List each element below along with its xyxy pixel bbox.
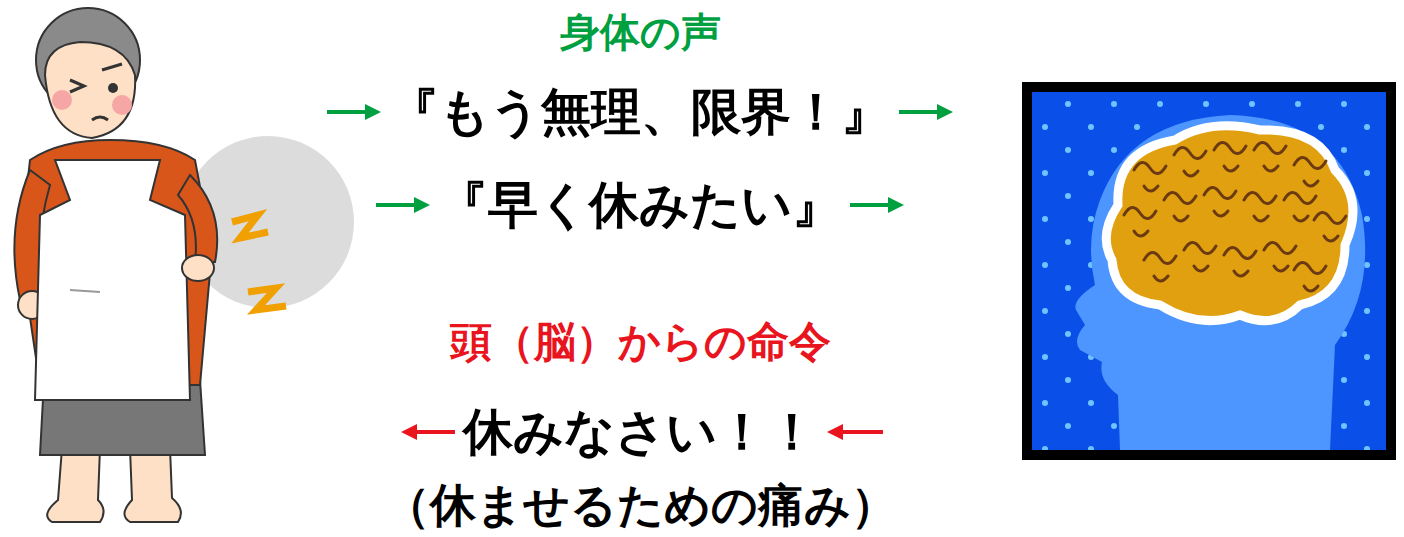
brain-fold [1224,247,1256,276]
brain-fold [1204,187,1236,216]
brain-fold [1124,207,1156,236]
brain-fold [1294,262,1326,291]
brain-fold [1254,142,1286,171]
brain-panel [1022,82,1396,460]
arrow-head [414,197,430,213]
body-voice: 『早く休みたい』 [438,178,842,233]
arrow-head [888,197,904,213]
arrow-head [401,424,417,440]
heading: 頭（脳）からの命令 [450,319,831,365]
arrow-head [365,104,381,120]
flow-arrow [843,430,883,434]
brain-fold [1184,242,1216,271]
brain-command: 休みなさい！！ [463,405,817,460]
brain-fold [1264,242,1296,271]
brain-fold [1134,162,1166,191]
heading: 身体の声 [560,10,721,54]
brain-fold [1284,192,1316,221]
brain-fold [1164,192,1196,221]
brain-fold [1244,192,1276,221]
note: （休ませるための痛み） [384,480,897,531]
brain-fold [1144,252,1176,281]
arrow-head [937,104,953,120]
brain-fold [1174,147,1206,176]
brain-fold [1294,157,1326,186]
flow-arrow [327,110,365,114]
arrow-head [827,424,843,440]
brain-fold [1314,212,1346,241]
woman-figure [14,8,354,522]
flow-arrow [417,430,455,434]
flow-arrow [850,203,888,207]
flow-arrow [899,110,937,114]
flow-arrow [376,203,414,207]
brain-fold [1214,142,1246,171]
body-voice: 『もう無理、限界！』 [389,85,891,140]
